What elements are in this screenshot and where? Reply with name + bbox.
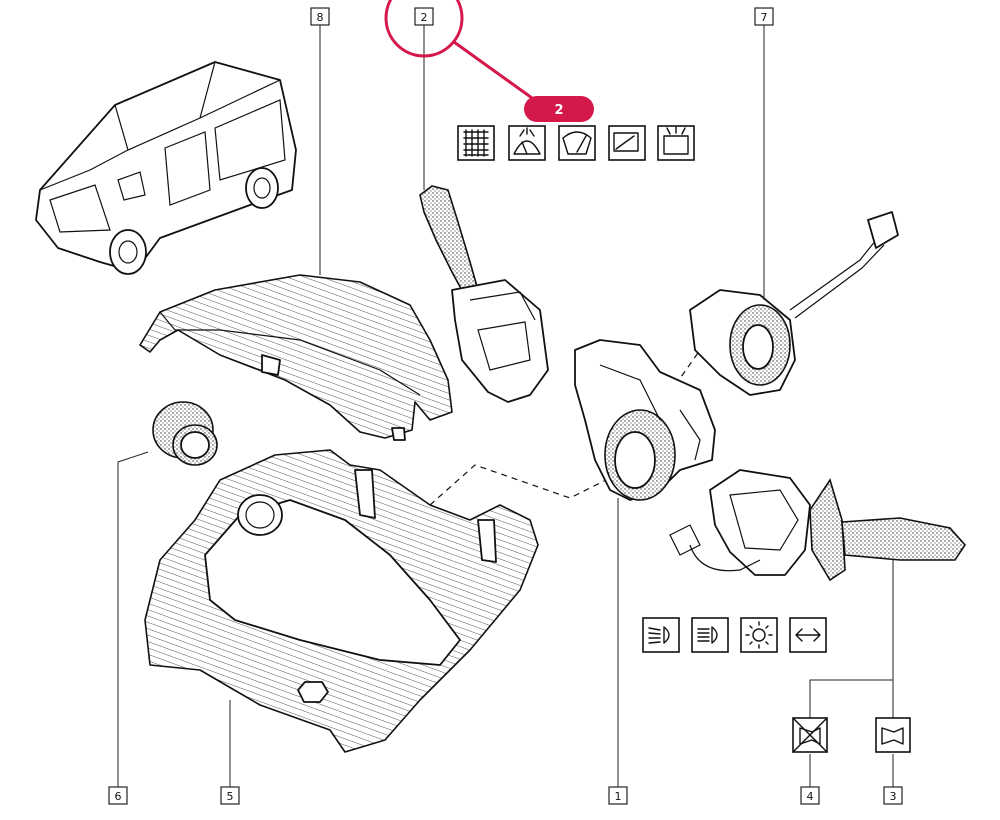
heated-rear-window-icon — [457, 125, 495, 161]
highlight-circle — [384, 0, 464, 58]
callout-7-label: 7 — [761, 11, 768, 24]
side-light-icon — [740, 617, 778, 653]
callout-8: 8 — [310, 7, 330, 26]
callout-4: 4 — [800, 786, 820, 805]
highlight-annotation: 2 — [384, 0, 594, 122]
wiper-stalk — [419, 185, 549, 403]
callout-6-label: 6 — [115, 790, 122, 803]
upper-column-shroud — [139, 274, 453, 441]
rear-washer-icon — [657, 125, 695, 161]
callout-2-label: 2 — [421, 11, 428, 24]
callout-7: 7 — [754, 7, 774, 26]
lower-column-shroud — [144, 449, 539, 753]
rear-wiper-icon — [608, 125, 646, 161]
switch-body — [574, 339, 716, 501]
callout-6: 6 — [108, 786, 128, 805]
turn-signal-icon — [789, 617, 827, 653]
front-washer-icon — [508, 125, 546, 161]
callout-3: 3 — [883, 786, 903, 805]
dipped-beam-icon — [642, 617, 680, 653]
rotary-contact — [689, 211, 899, 396]
leader-lines — [117, 22, 894, 788]
callout-3-label: 3 — [890, 790, 897, 803]
callout-4-label: 4 — [807, 790, 814, 803]
highlight-badge — [524, 96, 594, 122]
lighting-stalk — [669, 469, 967, 582]
vehicle-thumbnail — [35, 61, 297, 275]
callout-2: 2 — [414, 7, 434, 26]
main-beam-icon — [691, 617, 729, 653]
steering-ring — [152, 401, 218, 466]
highlight-badge-label: 2 — [554, 103, 563, 118]
horn-icon — [875, 717, 911, 753]
callout-1-label: 1 — [615, 790, 622, 803]
callout-5-label: 5 — [227, 790, 234, 803]
highlight-pointer — [452, 40, 534, 100]
callout-5: 5 — [220, 786, 240, 805]
no-horn-icon — [792, 717, 828, 753]
callout-1: 1 — [608, 786, 628, 805]
callout-8-label: 8 — [317, 11, 324, 24]
front-wiper-icon — [558, 125, 596, 161]
